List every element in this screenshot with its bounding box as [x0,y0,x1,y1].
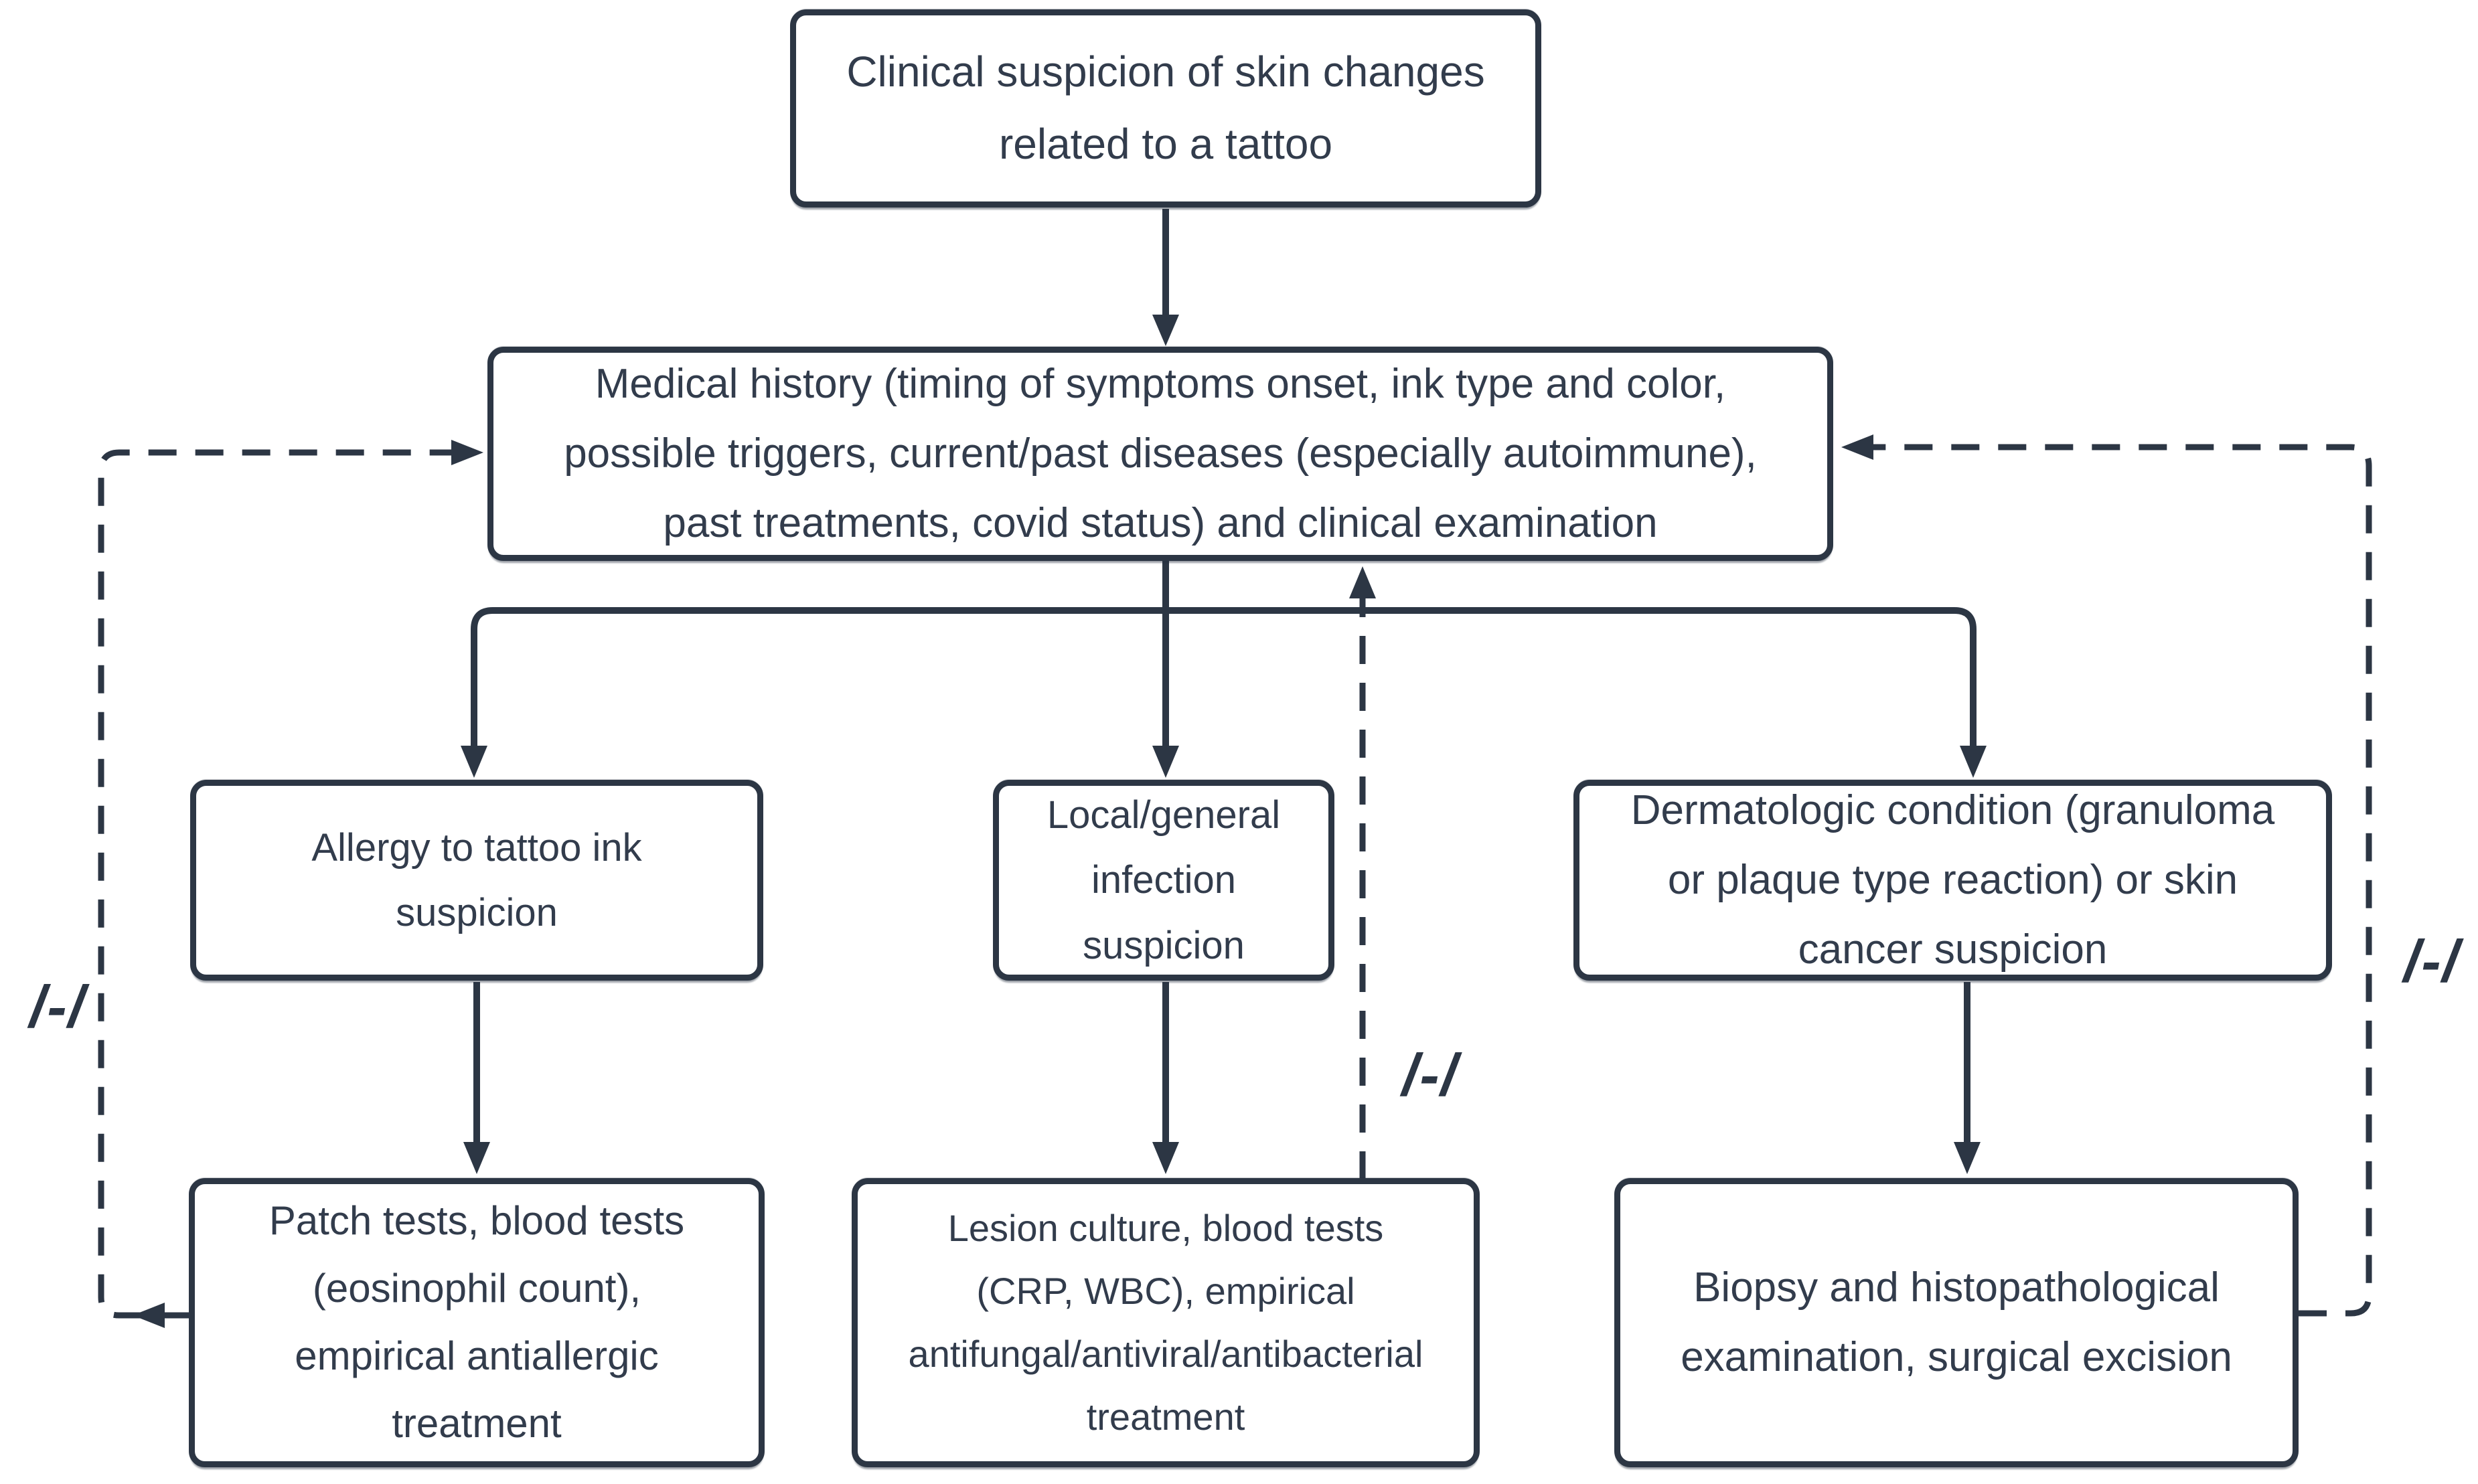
node-infection-suspicion: Local/general infection suspicion [993,780,1334,981]
arrowhead-into-history-left [451,440,483,465]
feedback-label-right: /-/ [2403,928,2461,994]
node-patch-tests: Patch tests, blood tests (eosinophil cou… [189,1178,765,1467]
arrowhead-down-lesion [1152,1142,1179,1174]
node-dermatologic-condition: Dermatologic condition (granuloma or pla… [1573,780,2332,981]
feedback-label-middle: /-/ [1401,1042,1459,1108]
node-lesion-culture: Lesion culture, blood tests (CRP, WBC), … [852,1178,1480,1467]
node-clinical-suspicion: Clinical suspicion of skin changes relat… [790,9,1541,208]
arrowhead-down-infection [1152,746,1179,778]
connector-branch-left [471,607,493,746]
node-medical-history: Medical history (timing of symptoms onse… [487,347,1833,561]
arrowhead-into-history-right [1841,434,1873,460]
arrowhead-up-history [1349,566,1376,598]
arrowhead-down-allergy [461,746,487,778]
arrowhead-down-history [1152,315,1179,346]
node-biopsy: Biopsy and histopathological examination… [1614,1178,2299,1467]
feedback-label-left: /-/ [29,973,86,1040]
node-allergy-suspicion: Allergy to tattoo ink suspicion [190,780,763,981]
arrowhead-down-patch [463,1142,490,1174]
arrowhead-down-dermatologic [1960,746,1987,778]
dashed-feedback-left [98,449,475,1319]
arrowhead-down-biopsy [1954,1142,1981,1174]
dashed-feedback-right [1851,444,2372,1317]
connector-branch-right [1954,607,1977,746]
arrowhead-left-loop-start [133,1303,165,1328]
